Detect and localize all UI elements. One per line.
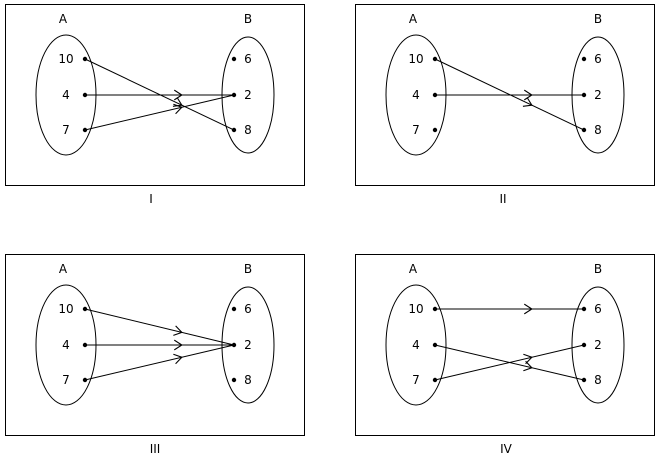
- diagram-caption-1: I: [149, 192, 153, 206]
- diagram-panel-3: [5, 254, 305, 436]
- set-a-label: A: [59, 262, 68, 276]
- set-b-dot: [231, 377, 237, 383]
- set-a-element: 4: [62, 338, 70, 352]
- diagram-panel-1: [5, 4, 305, 186]
- set-a-element: 4: [62, 88, 70, 102]
- set-a-dot: [432, 127, 438, 133]
- set-b-dot: [581, 56, 587, 62]
- set-b-label: B: [594, 12, 602, 26]
- set-a-element: 7: [62, 123, 70, 137]
- set-b-dot: [231, 56, 237, 62]
- set-a-element: 4: [412, 338, 420, 352]
- mapping-arrow: [84, 94, 235, 131]
- arrowhead: [523, 360, 533, 372]
- set-a-element: 10: [408, 52, 423, 66]
- set-a-label: A: [409, 12, 418, 26]
- set-b-label: B: [244, 262, 252, 276]
- set-a-ellipse: [385, 284, 447, 406]
- set-a-element: 7: [62, 373, 70, 387]
- set-b-element: 8: [244, 373, 252, 387]
- set-b-element: 6: [594, 52, 602, 66]
- set-a-element: 7: [412, 373, 420, 387]
- mapping-arrow: [84, 308, 235, 346]
- set-b-element: 8: [244, 123, 252, 137]
- set-a-label: A: [409, 262, 418, 276]
- arrowhead: [523, 89, 533, 101]
- set-a-element: 10: [58, 52, 73, 66]
- arrowhead: [173, 89, 183, 101]
- set-a-element: 10: [58, 302, 73, 316]
- mapping-arrow: [434, 344, 585, 381]
- arrowhead: [522, 97, 533, 107]
- set-a-element: 10: [408, 302, 423, 316]
- arrowhead: [172, 97, 183, 107]
- diagram-panel-2: [355, 4, 655, 186]
- mapping-arrow: [84, 344, 235, 381]
- set-b-dot: [231, 306, 237, 312]
- set-b-element: 2: [594, 338, 602, 352]
- arrowhead: [523, 303, 533, 315]
- set-b-ellipse: [571, 286, 625, 404]
- diagram-panel-4: [355, 254, 655, 436]
- set-b-element: 8: [594, 123, 602, 137]
- diagram-caption-2: II: [499, 192, 507, 206]
- set-b-element: 2: [244, 338, 252, 352]
- diagram-caption-4: IV: [500, 442, 512, 456]
- set-b-element: 6: [244, 302, 252, 316]
- arrowhead: [523, 353, 533, 365]
- arrowhead: [173, 103, 183, 115]
- set-a-element: 4: [412, 88, 420, 102]
- arrowhead: [173, 325, 183, 336]
- arrowhead: [173, 353, 183, 365]
- set-b-element: 2: [244, 88, 252, 102]
- set-b-element: 6: [594, 302, 602, 316]
- set-a-element: 7: [412, 123, 420, 137]
- set-b-label: B: [244, 12, 252, 26]
- set-b-label: B: [594, 262, 602, 276]
- arrowhead: [173, 339, 183, 351]
- set-b-element: 6: [244, 52, 252, 66]
- diagram-caption-3: III: [149, 442, 161, 456]
- set-b-element: 2: [594, 88, 602, 102]
- set-b-element: 8: [594, 373, 602, 387]
- set-a-label: A: [59, 12, 68, 26]
